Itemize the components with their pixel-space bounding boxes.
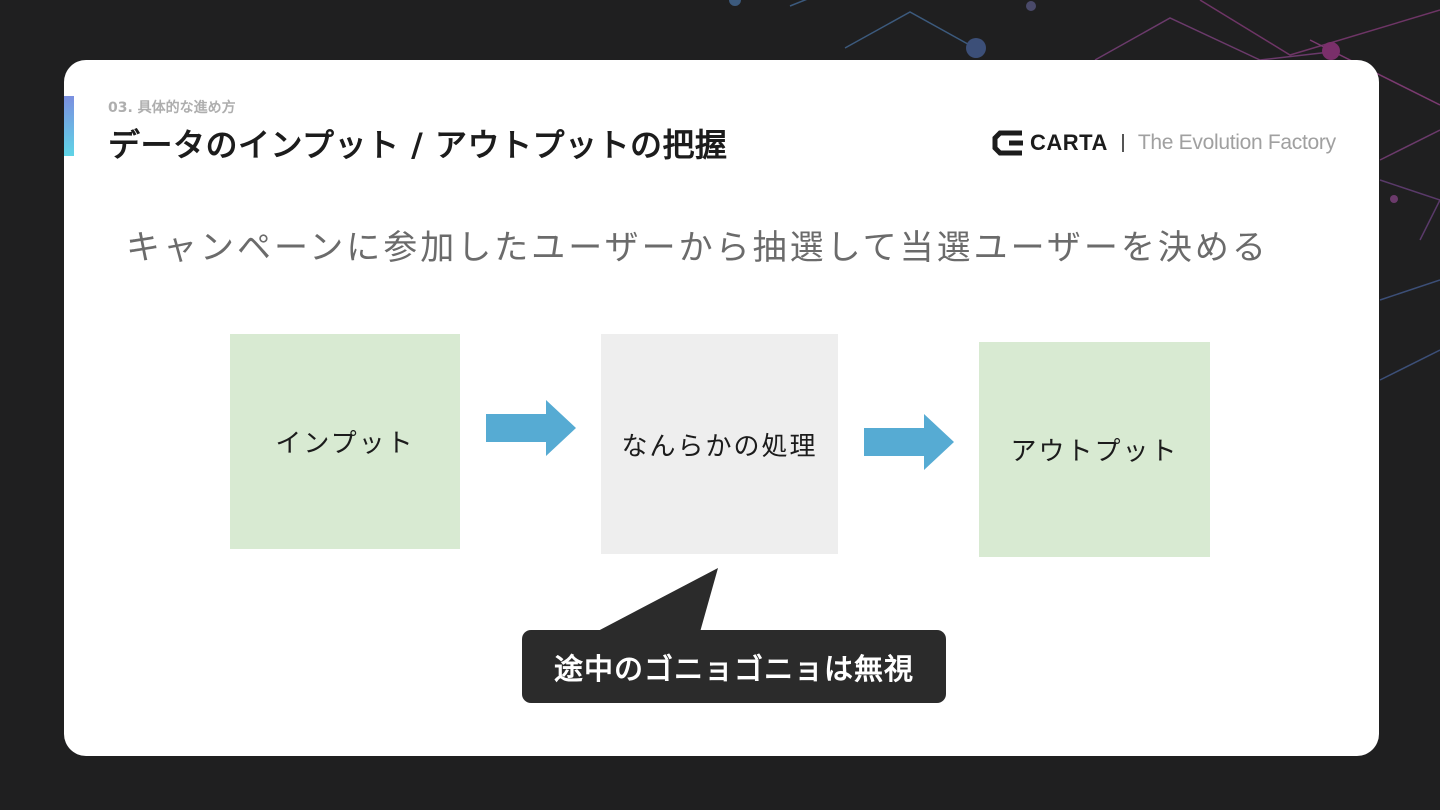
input-box-label: インプット [275, 429, 415, 459]
logo-divider [1121, 134, 1124, 152]
logo-tagline: The Evolution Factory [1137, 131, 1336, 154]
slide-subtitle: キャンペーンに参加したユーザーから抽選して当選ユーザーを決める [126, 228, 1269, 268]
page-title: データのインプット / アウトプットの把握 [108, 126, 728, 164]
callout-text: 途中のゴニョゴニョは無視 [553, 651, 914, 686]
network-node-icon [966, 38, 986, 58]
title-accent-bar [64, 96, 74, 156]
speech-bubble-callout [522, 568, 946, 703]
arrow-right-icon [486, 400, 576, 456]
output-box: アウトプット [979, 342, 1210, 557]
process-box: なんらかの処理 [601, 334, 838, 554]
carta-logo: CARTA The Evolution Factory [992, 126, 1336, 160]
arrow-right-icon [864, 414, 954, 470]
slide-card: 03. 具体的な進め方 データのインプット / アウトプットの把握 CARTA … [64, 60, 1379, 756]
input-box: インプット [230, 334, 460, 549]
carta-logo-mark-icon [992, 130, 1023, 156]
output-box-label: アウトプット [1010, 437, 1179, 467]
section-label: 03. 具体的な進め方 [108, 100, 236, 116]
logo-brand: CARTA [1030, 130, 1108, 155]
process-box-label: なんらかの処理 [621, 431, 818, 462]
